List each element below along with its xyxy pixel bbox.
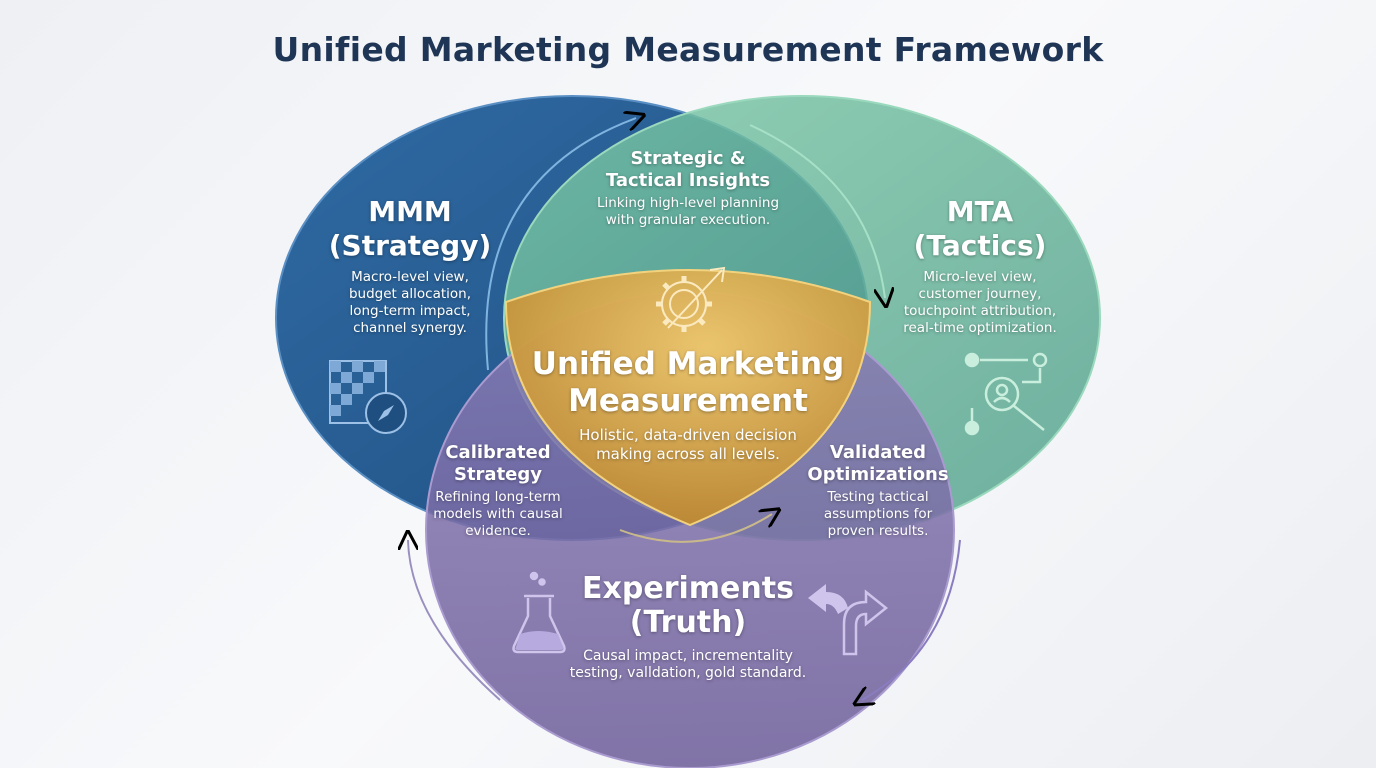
overlap-top-desc: Linking high-level planning bbox=[596, 195, 780, 211]
experiments-desc: Causal impact, incrementality bbox=[583, 648, 793, 664]
overlap-left-title: Calibrated bbox=[445, 442, 551, 463]
flow-arrow-top bbox=[485, 118, 636, 371]
center-title: Unified Marketing bbox=[531, 346, 845, 382]
mta-subtitle: (Tactics) bbox=[913, 229, 1047, 262]
overlap-left-desc: Refining long-term bbox=[435, 489, 561, 505]
overlap-right-desc: Testing tactical bbox=[827, 489, 929, 505]
center-desc: making across all levels. bbox=[596, 445, 780, 463]
overlap-right-desc: proven results. bbox=[827, 523, 929, 539]
overlap-top-title: Tactical Insights bbox=[605, 170, 771, 191]
flow-arrow-bottom-right bbox=[862, 539, 961, 700]
center-overlap-shape bbox=[504, 269, 872, 527]
overlap-left-desc: models with causal bbox=[433, 506, 563, 522]
center-desc: Holistic, data-driven decision bbox=[579, 426, 797, 444]
flow-arrow-center bbox=[619, 514, 772, 543]
mta-title: MTA bbox=[946, 195, 1014, 228]
flow-arrow-right bbox=[749, 124, 885, 298]
overlap-left-desc: evidence. bbox=[465, 523, 531, 539]
mmm-desc-line: channel synergy. bbox=[353, 320, 467, 336]
overlap-right-title: Optimizations bbox=[807, 464, 949, 485]
experiments-title: Experiments bbox=[582, 571, 794, 606]
mta-desc-line: touchpoint attribution, bbox=[903, 303, 1057, 319]
experiments-subtitle: (Truth) bbox=[629, 605, 747, 640]
page-title: Unified Marketing Measurement Framework bbox=[272, 30, 1104, 69]
mta-desc-line: customer journey, bbox=[918, 286, 1042, 302]
chessboard-compass-icon bbox=[329, 360, 407, 434]
flask-icon bbox=[512, 571, 566, 654]
overlap-top-desc: with granular execution. bbox=[605, 212, 771, 228]
experiments-desc: testing, valldation, gold standard. bbox=[569, 665, 807, 681]
mmm-desc-line: budget allocation, bbox=[348, 286, 472, 302]
overlap-right-title: Validated bbox=[829, 442, 927, 463]
overlap-left-title: Strategy bbox=[453, 464, 543, 485]
mta-desc-line: real-time optimization. bbox=[903, 320, 1057, 336]
mmm-desc-line: Macro-level view, bbox=[351, 269, 469, 285]
center-title: Measurement bbox=[568, 383, 808, 419]
overlap-top-title: Strategic & bbox=[630, 148, 746, 169]
split-arrow-icon bbox=[808, 584, 889, 656]
gear-growth-icon bbox=[656, 266, 726, 332]
mmm-desc-line: long-term impact, bbox=[349, 303, 471, 319]
overlap-right-desc: assumptions for bbox=[823, 506, 933, 522]
mmm-title: MMM bbox=[368, 195, 452, 228]
mta-desc-line: Micro-level view, bbox=[923, 269, 1037, 285]
flow-arrow-bottom-left bbox=[408, 540, 501, 701]
journey-search-icon bbox=[964, 352, 1048, 436]
mmm-subtitle: (Strategy) bbox=[328, 229, 492, 262]
